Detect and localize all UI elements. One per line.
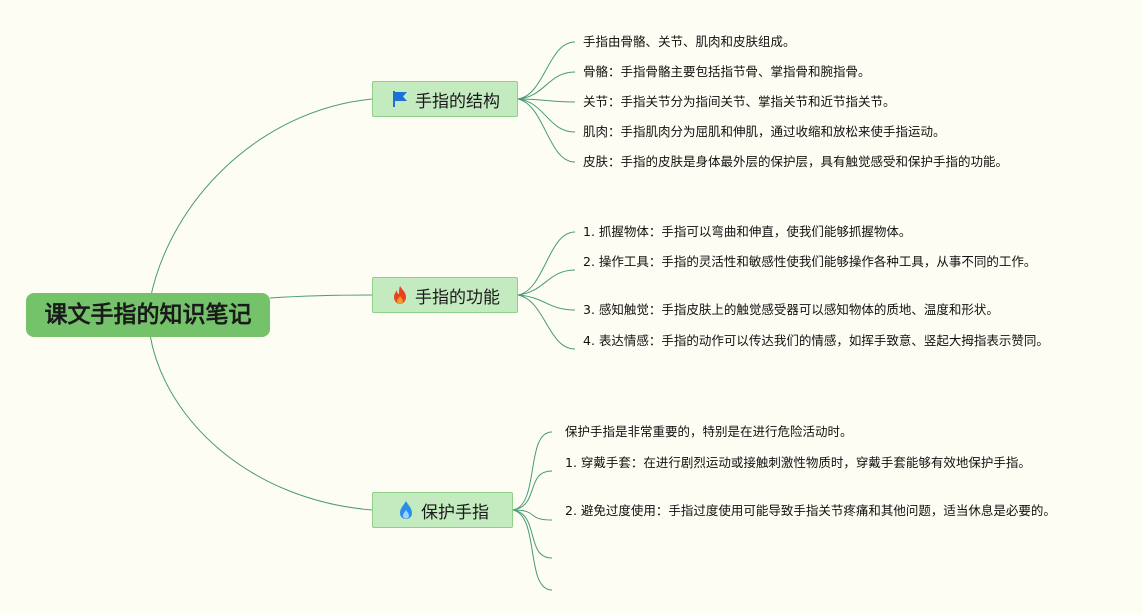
root-topic[interactable]: 课文手指的知识笔记 bbox=[26, 293, 270, 337]
leaf-text: 4. 表达情感：手指的动作可以传达我们的情感，如挥手致意、竖起大拇指表示赞同。 bbox=[583, 333, 1049, 348]
connector-b3-leaf-2 bbox=[512, 470, 553, 511]
branch-label: 手指的功能 bbox=[415, 287, 500, 308]
droplet-icon bbox=[396, 500, 416, 520]
connector-b3-leaf-1 bbox=[512, 431, 553, 511]
leaf-text: 骨骼：手指骨骼主要包括指节骨、掌指骨和腕指骨。 bbox=[583, 64, 871, 79]
connector-b1-leaf-2 bbox=[517, 71, 576, 100]
leaf-text: 保护手指是非常重要的，特别是在进行危险活动时。 bbox=[565, 424, 853, 439]
branch-label: 手指的结构 bbox=[415, 91, 500, 112]
leaf-text: 2. 避免过度使用：手指过度使用可能导致手指关节疼痛和其他问题，适当休息是必要的… bbox=[565, 503, 1056, 518]
leaf-text: 手指由骨骼、关节、肌肉和皮肤组成。 bbox=[583, 34, 796, 49]
leaf-text: 2. 操作工具：手指的灵活性和敏感性使我们能够操作各种工具，从事不同的工作。 bbox=[583, 254, 1037, 269]
connector-root-branch-3 bbox=[149, 334, 373, 511]
branch-label: 保护手指 bbox=[421, 502, 489, 523]
leaf-text: 关节：手指关节分为指间关节、掌指关节和近节指关节。 bbox=[583, 94, 896, 109]
flag-icon bbox=[390, 89, 410, 109]
connector-b2-leaf-2 bbox=[517, 269, 576, 296]
connector-b2-leaf-1 bbox=[517, 231, 576, 296]
leaf-text: 3. 感知触觉：手指皮肤上的触觉感受器可以感知物体的质地、温度和形状。 bbox=[583, 302, 999, 317]
leaf-text: 1. 抓握物体：手指可以弯曲和伸直，使我们能够抓握物体。 bbox=[583, 224, 912, 239]
connector-root-branch-2 bbox=[269, 294, 373, 299]
fire-icon bbox=[390, 285, 410, 305]
connector-b2-leaf-4 bbox=[517, 294, 576, 350]
connector-b1-leaf-1 bbox=[517, 41, 576, 100]
leaf-text: 肌肉：手指肌肉分为屈肌和伸肌，通过收缩和放松来使手指运动。 bbox=[583, 124, 946, 139]
connector-b1-leaf-4 bbox=[517, 98, 576, 133]
leaf-text: 皮肤：手指的皮肤是身体最外层的保护层，具有触觉感受和保护手指的功能。 bbox=[583, 154, 1009, 169]
connector-b2-leaf-3 bbox=[517, 294, 576, 311]
leaf-text: 1. 穿戴手套：在进行剧烈运动或接触刺激性物质时，穿戴手套能够有效地保护手指。 bbox=[565, 455, 1031, 470]
branch-finger-structure[interactable]: 手指的结构 bbox=[372, 81, 518, 117]
connector-root-branch-1 bbox=[149, 98, 373, 301]
branch-protect-finger[interactable]: 保护手指 bbox=[372, 492, 513, 528]
connector-b3-leaf-5 bbox=[512, 509, 553, 591]
connector-b1-leaf-3 bbox=[517, 98, 576, 103]
connector-b3-leaf-3 bbox=[512, 509, 553, 521]
connector-b1-leaf-5 bbox=[517, 98, 576, 163]
branch-finger-function[interactable]: 手指的功能 bbox=[372, 277, 518, 313]
connector-b3-leaf-4 bbox=[512, 509, 553, 559]
